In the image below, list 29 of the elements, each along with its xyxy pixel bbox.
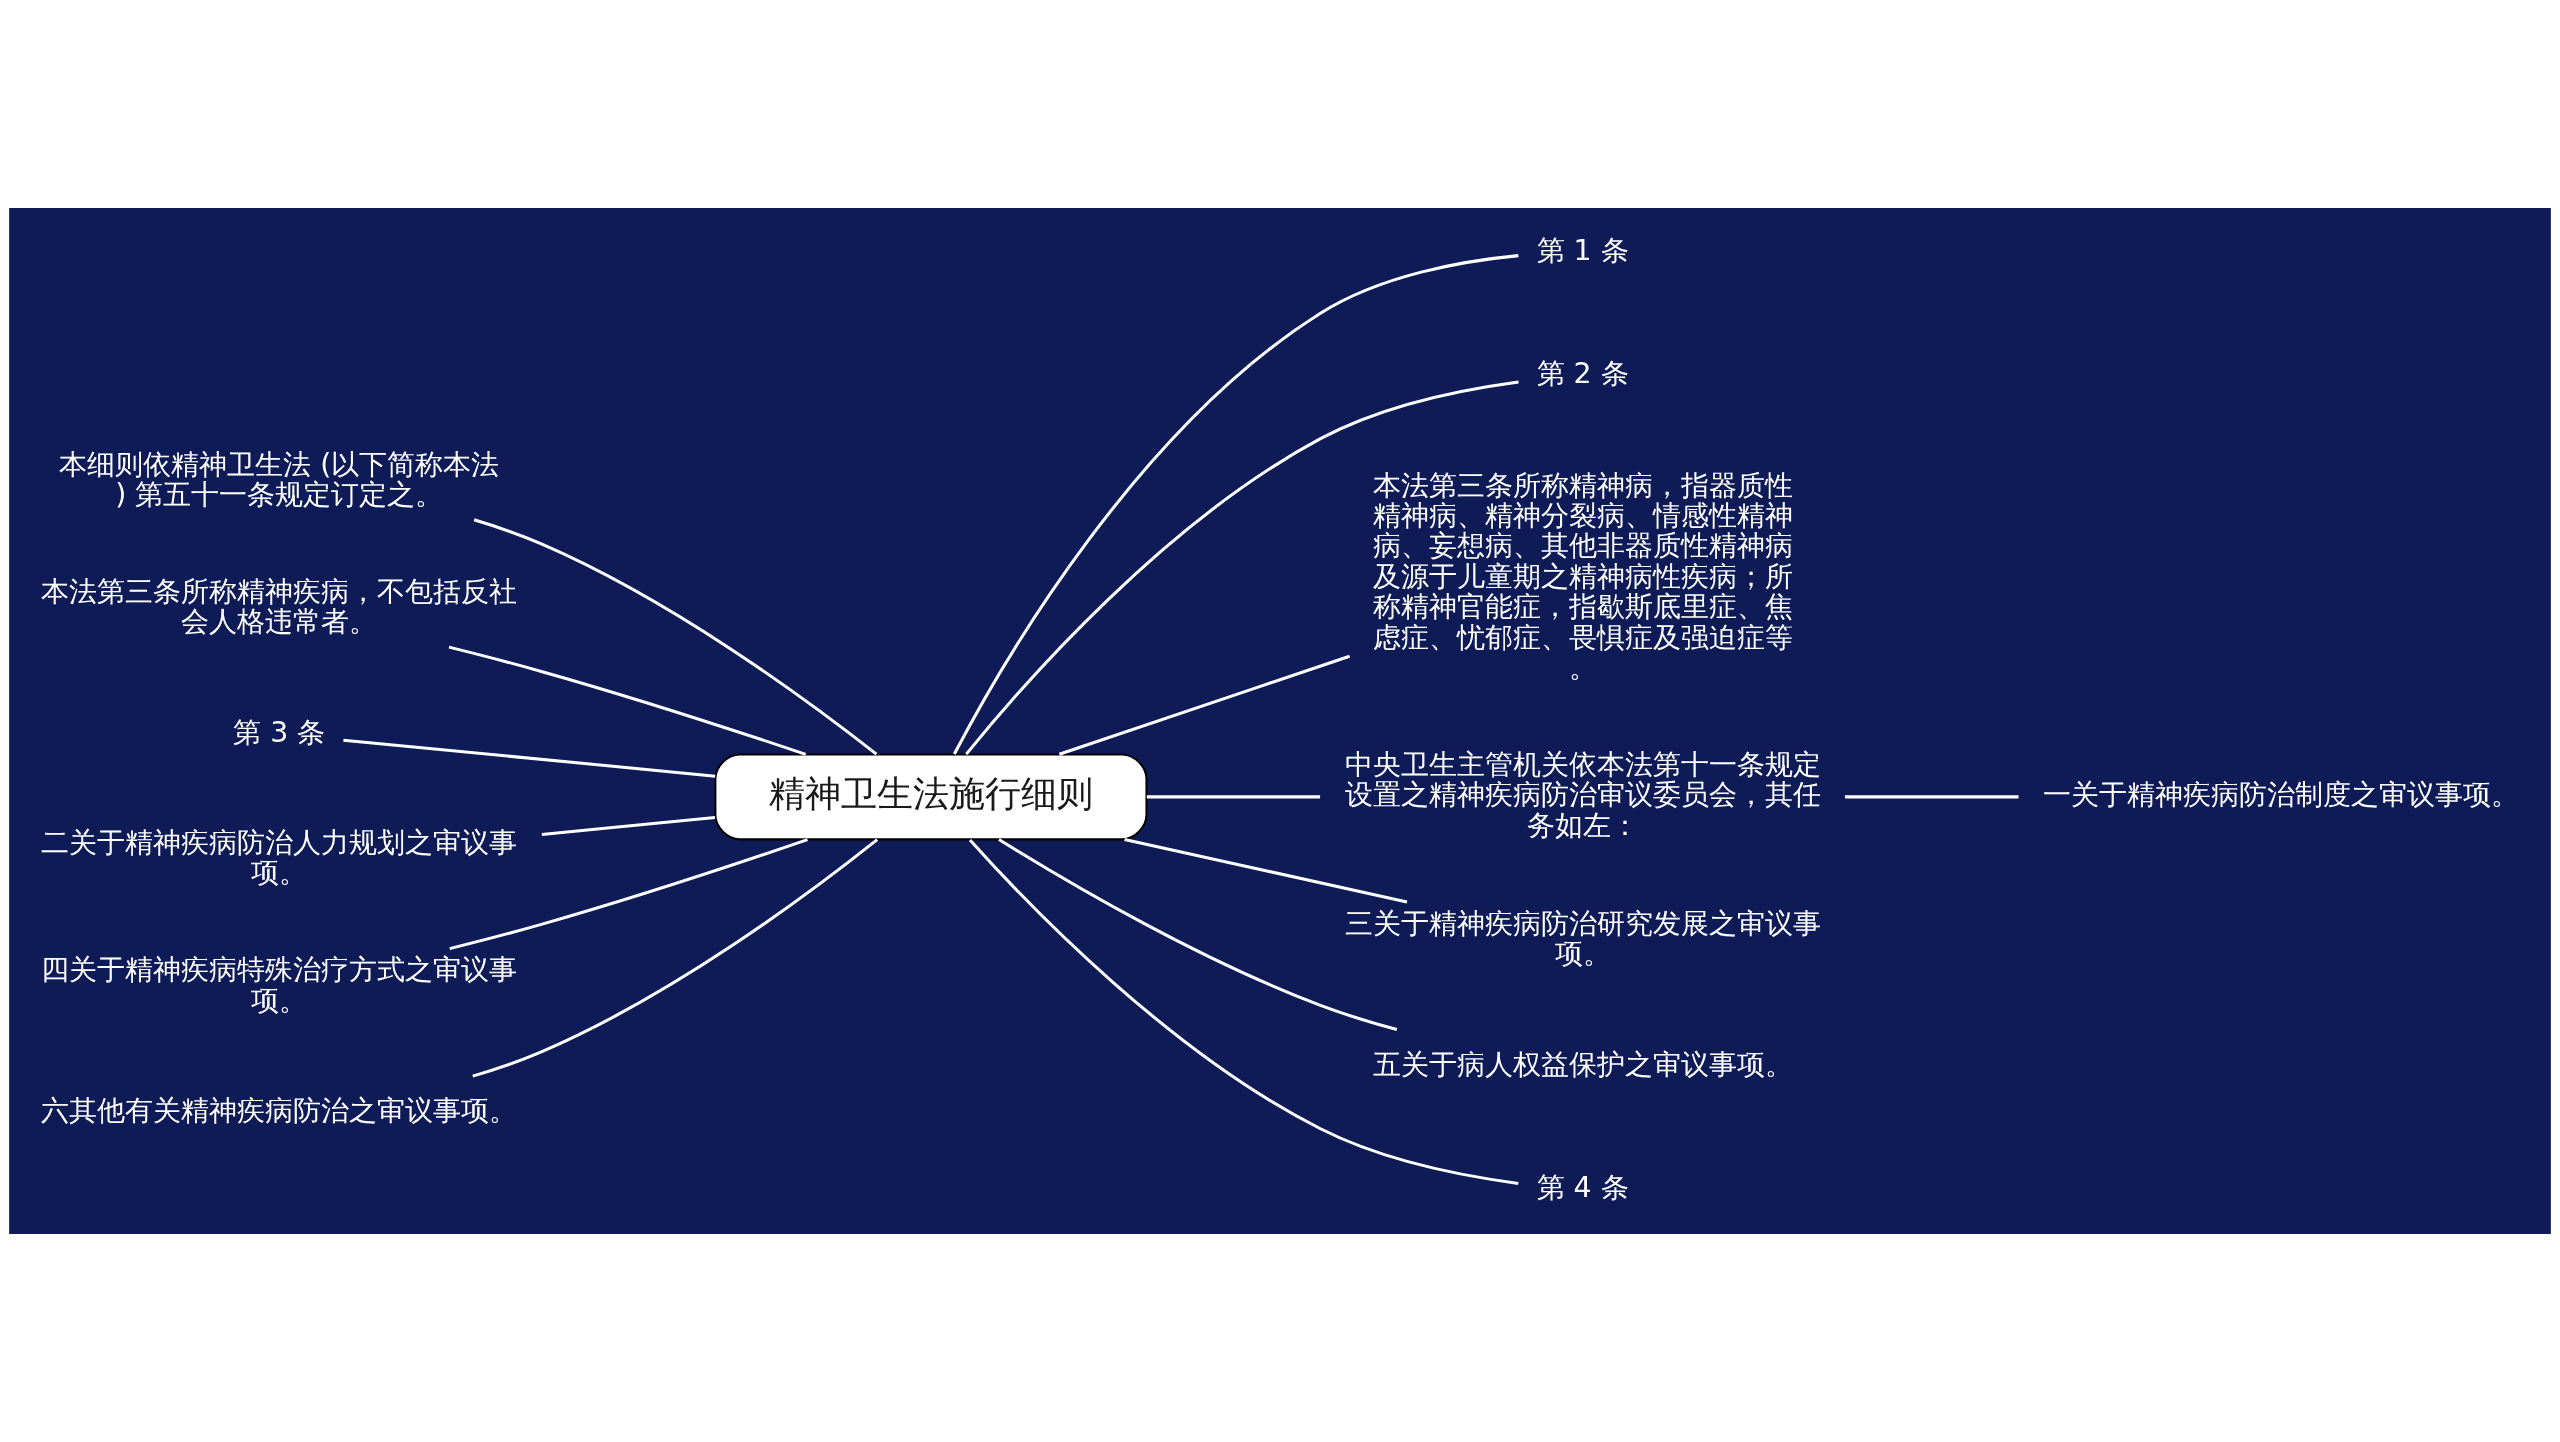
connector bbox=[541, 816, 716, 836]
connector bbox=[953, 254, 1519, 755]
node-text: 五关于病人权益保护之审议事项。 bbox=[1372, 1047, 1793, 1081]
node-text: 本细则依精神卫生法 (以下简称本法) 第五十一条规定订定之。 bbox=[59, 447, 500, 511]
node-text: 四关于精神疾病特殊治疗方式之审议事项。 bbox=[41, 953, 518, 1017]
connector bbox=[1124, 837, 1408, 904]
node-text: 中央卫生主管机关依本法第十一条规定设置之精神疾病防治审议委员会，其任务如左： bbox=[1344, 748, 1821, 842]
node-text: 第 4 条 bbox=[1536, 1170, 1629, 1204]
connector bbox=[968, 838, 1519, 1185]
node-text: 本法第三条所称精神病，指器质性精神病、精神分裂病、情感性精神病、妄想病、其他非器质性精神病及源于儿童期之精神病性疾病；所称精神官能症，指歇斯底里症、焦虑症、忧郁症、畏惧症及强迫症等。 bbox=[1372, 468, 1793, 684]
connector bbox=[998, 838, 1398, 1032]
node-text: 本法第三条所称精神疾病，不包括反社会人格违常者。 bbox=[41, 575, 518, 639]
connector bbox=[965, 380, 1519, 756]
connector bbox=[343, 738, 716, 778]
node-text: 第 3 条 bbox=[233, 715, 326, 749]
connector bbox=[1058, 654, 1351, 756]
node-text: 第 1 条 bbox=[1536, 234, 1629, 268]
connector bbox=[449, 838, 808, 951]
connector bbox=[1146, 795, 1321, 799]
connector bbox=[472, 838, 879, 1078]
node-text: 第 2 条 bbox=[1536, 357, 1629, 391]
node-text: 三关于精神疾病防治研究发展之审议事项。 bbox=[1344, 906, 1821, 971]
connector bbox=[473, 518, 878, 756]
node-text: 二关于精神疾病防治人力规划之审议事项。 bbox=[41, 825, 518, 890]
connector bbox=[448, 645, 807, 756]
connector bbox=[1845, 795, 2019, 799]
node-box: 精神卫生法施行细则 bbox=[714, 753, 1148, 841]
node-text: 一关于精神疾病防治制度之审议事项。 bbox=[2042, 778, 2519, 812]
node-text: 六其他有关精神疾病防治之审议事项。 bbox=[41, 1094, 518, 1128]
